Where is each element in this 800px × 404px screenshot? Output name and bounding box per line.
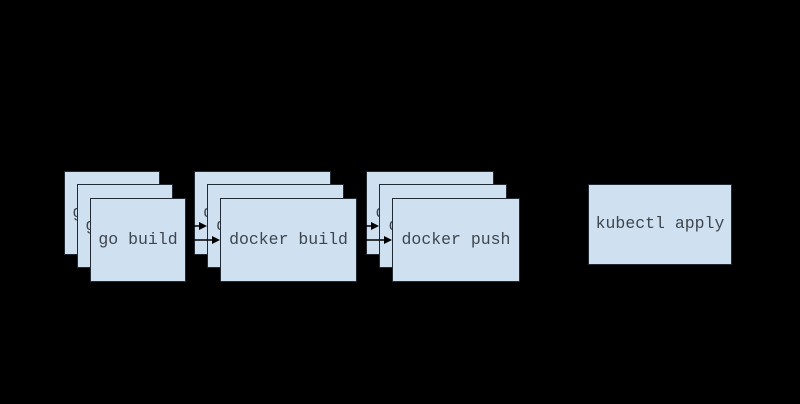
card-kubectl-apply: kubectl apply: [588, 184, 732, 265]
card-label: go build: [98, 229, 178, 249]
card-label: kubectl apply: [595, 214, 725, 234]
card-label: docker push: [401, 229, 511, 249]
card-label: docker build: [229, 229, 348, 249]
card-docker-push-front: docker push: [392, 198, 520, 282]
card-docker-build-front: docker build: [220, 198, 357, 282]
card-go-build-front: go build: [90, 198, 186, 282]
